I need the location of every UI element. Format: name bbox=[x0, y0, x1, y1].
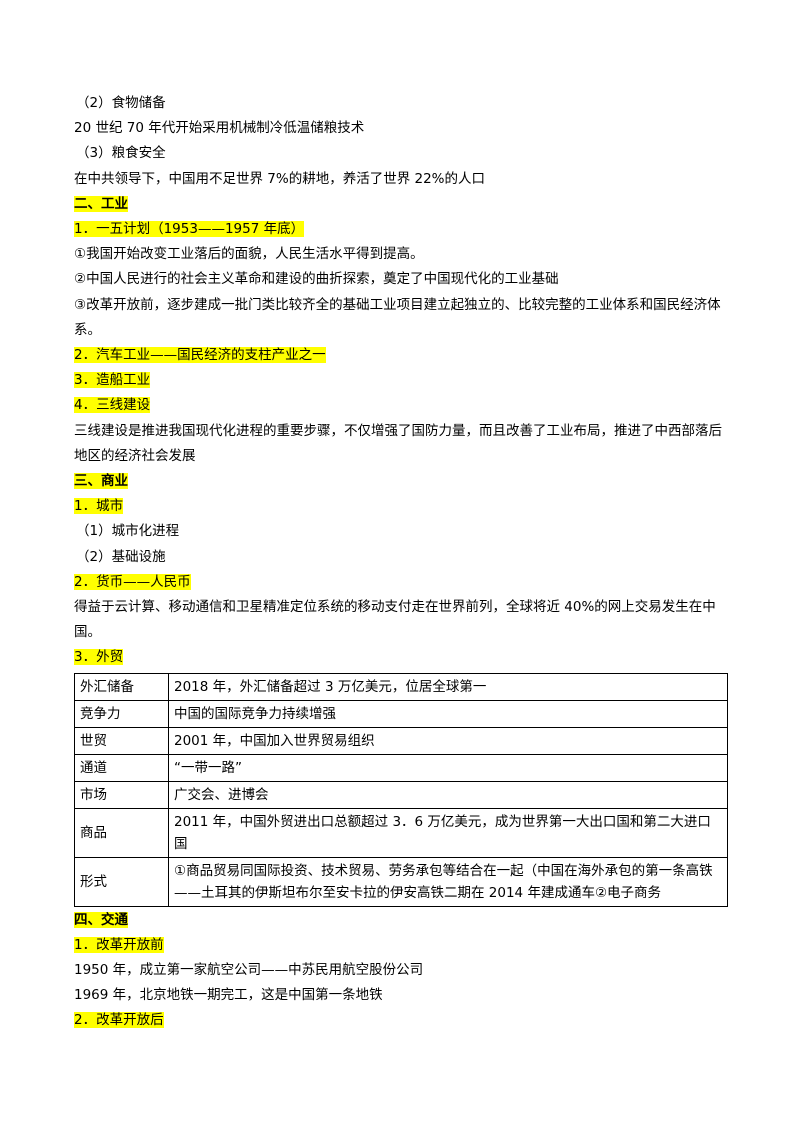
commerce-item1: 1．城市 bbox=[74, 494, 728, 519]
food-security-subtitle: （3）粮食安全 bbox=[76, 145, 166, 162]
industry-item3: 3．造船工业 bbox=[74, 368, 728, 393]
five-year-plan-point-2: ②中国人民进行的社会主义革命和建设的曲折探索，奠定了中国现代化的工业基础 bbox=[74, 271, 559, 288]
post-reform-title: 2．改革开放后 bbox=[74, 1012, 164, 1029]
table-row: 外汇储备 2018 年，外汇储备超过 3 万亿美元，位居全球第一 bbox=[74, 672, 728, 701]
table-row: 市场 广交会、进博会 bbox=[74, 780, 728, 809]
table-row-label: 市场 bbox=[74, 780, 169, 809]
pre-reform-title: 1．改革开放前 bbox=[74, 936, 164, 953]
table-row: 竞争力 中国的国际竞争力持续增强 bbox=[74, 699, 728, 728]
five-year-plan-title: 1．一五计划（1953——1957 年底） bbox=[74, 221, 305, 238]
table-row-value: 2018 年，外汇储备超过 3 万亿美元，位居全球第一 bbox=[168, 672, 728, 701]
five-year-plan-point-1: ①我国开始改变工业落后的面貌，人民生活水平得到提高。 bbox=[74, 246, 424, 263]
document-content: （2）食物储备 20 世纪 70 年代开始采用机械制冷低温储粮技术 （3）粮食安… bbox=[74, 91, 728, 1034]
table-row-label: 外汇储备 bbox=[74, 672, 169, 701]
table-row-value: 中国的国际竞争力持续增强 bbox=[168, 699, 728, 728]
industry-item1: 1．一五计划（1953——1957 年底） bbox=[74, 217, 728, 242]
urbanization-subtitle: （1）城市化进程 bbox=[76, 523, 180, 540]
infrastructure-subtitle: （2）基础设施 bbox=[76, 548, 166, 565]
third-front-text: 三线建设是推进我国现代化进程的重要步骤，不仅增强了国防力量，而且改善了工业布局，… bbox=[74, 422, 722, 464]
table-row: 形式 ①商品贸易同国际投资、技术贸易、劳务承包等结合在一起（中国在海外承包的第一… bbox=[74, 856, 728, 907]
table-row-value: 2011 年，中国外贸进出口总额超过 3．6 万亿美元，成为世界第一大出口国和第… bbox=[168, 807, 728, 858]
transport-item1: 1．改革开放前 bbox=[74, 933, 728, 958]
auto-industry-title: 2．汽车工业——国民经济的支柱产业之一 bbox=[74, 347, 326, 364]
currency-title: 2．货币——人民币 bbox=[74, 573, 191, 590]
table-row-value: ①商品贸易同国际投资、技术贸易、劳务承包等结合在一起（中国在海外承包的第一条高铁… bbox=[168, 856, 728, 907]
commerce-section: 三、商业 bbox=[74, 469, 728, 494]
table-row-label: 世贸 bbox=[74, 726, 169, 755]
industry-heading: 二、工业 bbox=[74, 195, 128, 212]
commerce-item2: 2．货币——人民币 bbox=[74, 570, 728, 595]
foreign-trade-table: 外汇储备 2018 年，外汇储备超过 3 万亿美元，位居全球第一 竞争力 中国的… bbox=[74, 672, 728, 907]
transport-section: 四、交通 bbox=[74, 908, 728, 933]
industry-section: 二、工业 bbox=[74, 192, 728, 217]
airline-text: 1950 年，成立第一家航空公司——中苏民用航空股份公司 bbox=[74, 962, 424, 979]
food-security-text: 在中共领导下，中国用不足世界 7%的耕地，养活了世界 22%的人口 bbox=[74, 170, 486, 187]
industry-item2: 2．汽车工业——国民经济的支柱产业之一 bbox=[74, 343, 728, 368]
commerce-item3: 3．外贸 bbox=[74, 645, 728, 670]
table-row-label: 竞争力 bbox=[74, 699, 169, 728]
table-row-label: 通道 bbox=[74, 753, 169, 782]
table-row-label: 形式 bbox=[74, 856, 169, 907]
table-row: 世贸 2001 年，中国加入世界贸易组织 bbox=[74, 726, 728, 755]
table-row: 商品 2011 年，中国外贸进出口总额超过 3．6 万亿美元，成为世界第一大出口… bbox=[74, 807, 728, 858]
table-row-value: 2001 年，中国加入世界贸易组织 bbox=[168, 726, 728, 755]
shipbuilding-title: 3．造船工业 bbox=[74, 372, 151, 389]
food-reserve-subtitle: （2）食物储备 bbox=[76, 95, 166, 111]
transport-heading: 四、交通 bbox=[74, 911, 128, 928]
commerce-heading: 三、商业 bbox=[74, 473, 128, 490]
transport-item2: 2．改革开放后 bbox=[74, 1008, 728, 1033]
table-row-value: “一带一路” bbox=[168, 753, 728, 782]
food-reserve-text: 20 世纪 70 年代开始采用机械制冷低温储粮技术 bbox=[74, 120, 365, 137]
third-front-title: 4．三线建设 bbox=[74, 397, 151, 414]
table-row: 通道 “一带一路” bbox=[74, 753, 728, 782]
foreign-trade-title: 3．外贸 bbox=[74, 649, 124, 666]
city-title: 1．城市 bbox=[74, 498, 124, 515]
table-row-label: 商品 bbox=[74, 807, 169, 858]
mobile-payment-text: 得益于云计算、移动通信和卫星精准定位系统的移动支付走在世界前列，全球将近 40%… bbox=[74, 599, 716, 641]
five-year-plan-point-3: ③改革开放前，逐步建成一批门类比较齐全的基础工业项目建立起独立的、比较完整的工业… bbox=[74, 296, 721, 338]
table-row-value: 广交会、进博会 bbox=[168, 780, 728, 809]
industry-item4: 4．三线建设 bbox=[74, 393, 728, 418]
subway-text: 1969 年，北京地铁一期完工，这是中国第一条地铁 bbox=[74, 987, 383, 1004]
